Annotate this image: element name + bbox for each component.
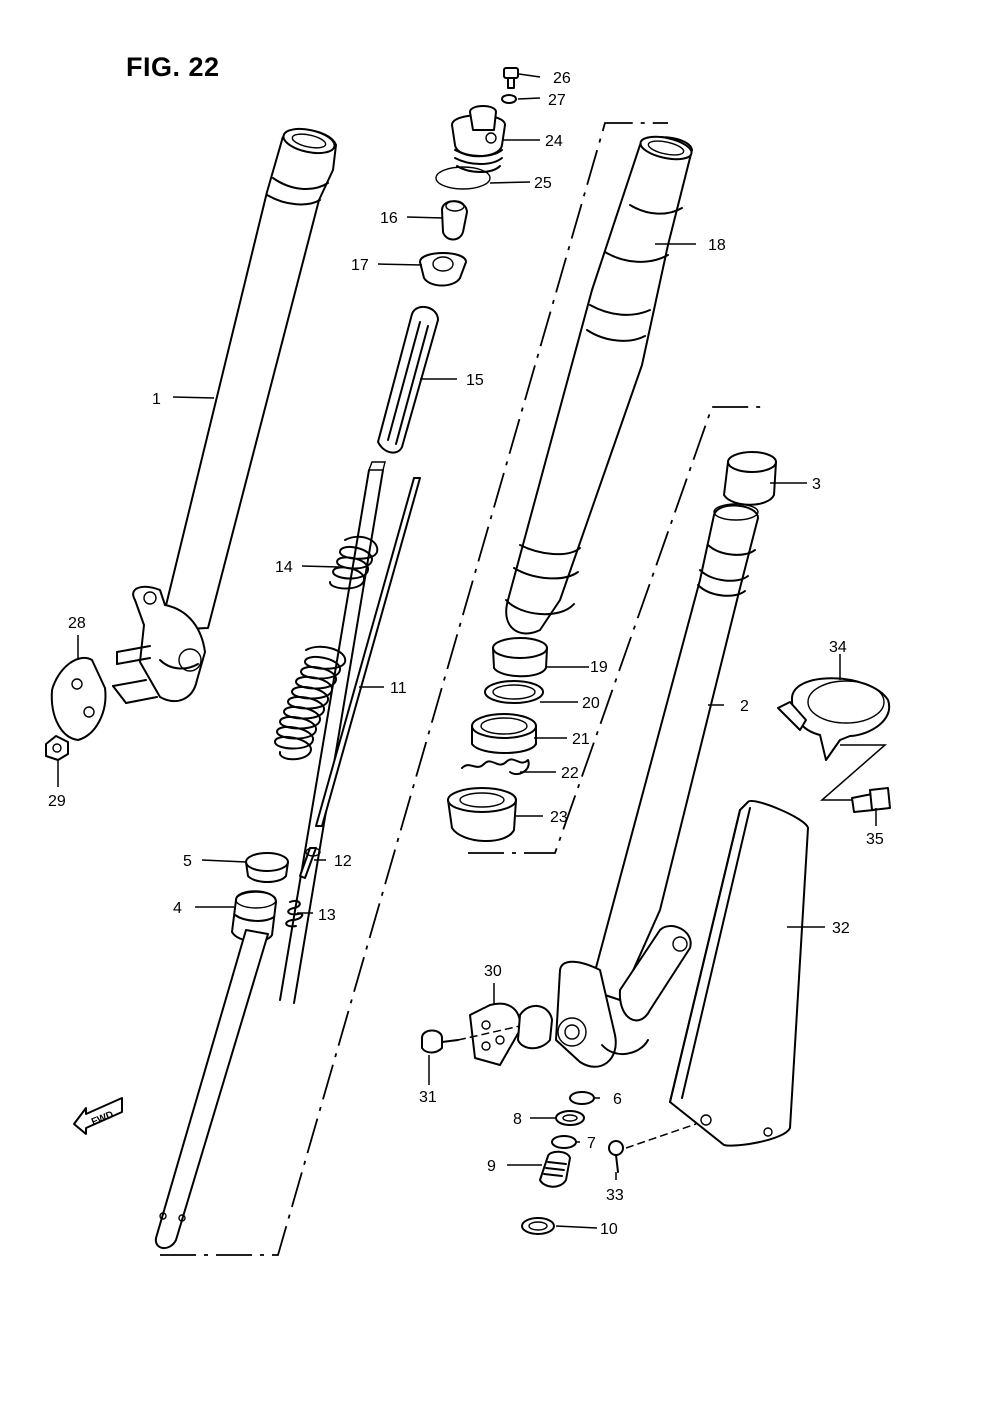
callout-22: 22 [561, 765, 579, 782]
slide-bushing-right [723, 451, 777, 506]
callout-31: 31 [419, 1089, 437, 1106]
fork-top-cap [451, 105, 506, 173]
seal-washer [484, 680, 544, 704]
leader-lines [57, 73, 887, 1229]
callout-5: 5 [183, 853, 192, 870]
damper-rod-top [377, 305, 439, 454]
callout-13: 13 [318, 907, 336, 924]
lock-nut-left [45, 735, 69, 761]
caliper-bracket-right [469, 1002, 553, 1066]
upper-bushing [492, 637, 548, 678]
callout-29: 29 [48, 793, 66, 810]
fork-guard [669, 799, 809, 1147]
callout-23: 23 [550, 809, 568, 826]
pin-spring [285, 899, 304, 928]
callout-4: 4 [173, 900, 182, 917]
gasket-7 [551, 1135, 577, 1149]
callout-11: 11 [390, 680, 407, 697]
callout-16: 16 [380, 210, 398, 227]
guide-bushing [231, 890, 277, 943]
callout-12: 12 [334, 853, 352, 870]
callout-35: 35 [866, 831, 884, 848]
callout-28: 28 [68, 615, 86, 632]
bracket-bolt [421, 1029, 459, 1054]
callout-14: 14 [275, 559, 293, 576]
fork-spring [274, 461, 386, 1004]
callout-10: 10 [600, 1221, 618, 1238]
callout-18: 18 [708, 237, 726, 254]
callout-27: 27 [548, 92, 566, 109]
callout-3: 3 [812, 476, 821, 493]
callout-labels: 26 27 24 25 16 17 18 15 1 3 14 11 19 20 … [48, 70, 884, 1238]
o-ring-top [435, 166, 491, 190]
callout-30: 30 [484, 963, 502, 980]
assembly-boundary-right [468, 406, 768, 854]
outer-tube-left [132, 127, 337, 702]
spring-seat [419, 252, 467, 287]
callout-33: 33 [606, 1187, 624, 1204]
callout-34: 34 [829, 639, 847, 656]
callout-1: 1 [152, 391, 161, 408]
inner-tube-stub [154, 929, 269, 1249]
drain-bolt [539, 1150, 571, 1188]
guard-screw [608, 1140, 624, 1173]
caliper-bracket-left [50, 645, 158, 741]
clamp-bolt [851, 787, 891, 813]
outer-tube-right [555, 503, 759, 1068]
callout-26: 26 [553, 70, 571, 87]
damper-rod-long [315, 477, 421, 827]
callout-7: 7 [587, 1135, 596, 1152]
callout-21: 21 [572, 731, 590, 748]
drain-washer [521, 1217, 555, 1235]
figure-title: FIG. 22 [126, 52, 220, 82]
dust-seal [447, 787, 517, 843]
cap-washer [501, 94, 517, 104]
callout-25: 25 [534, 175, 552, 192]
callout-9: 9 [487, 1158, 496, 1175]
callout-24: 24 [545, 133, 563, 150]
callout-15: 15 [466, 372, 484, 389]
assembly-boundary-left [160, 122, 668, 1256]
spring-spacer [441, 200, 468, 241]
callout-17: 17 [351, 257, 369, 274]
cap-bolt [503, 67, 519, 89]
gasket-8 [555, 1110, 585, 1126]
callout-19: 19 [590, 659, 608, 676]
fwd-arrow-icon: FWD [73, 1097, 123, 1135]
inner-tube-right [505, 135, 693, 635]
oil-seal [471, 713, 537, 754]
callout-8: 8 [513, 1111, 522, 1128]
callout-2: 2 [740, 698, 749, 715]
small-o-ring [569, 1091, 595, 1105]
callout-6: 6 [613, 1091, 622, 1108]
slide-bushing [245, 852, 289, 883]
callout-20: 20 [582, 695, 600, 712]
lock-pin [299, 847, 321, 879]
callout-32: 32 [832, 920, 850, 937]
stopper-ring [461, 758, 530, 776]
fork-clamp [777, 677, 891, 761]
